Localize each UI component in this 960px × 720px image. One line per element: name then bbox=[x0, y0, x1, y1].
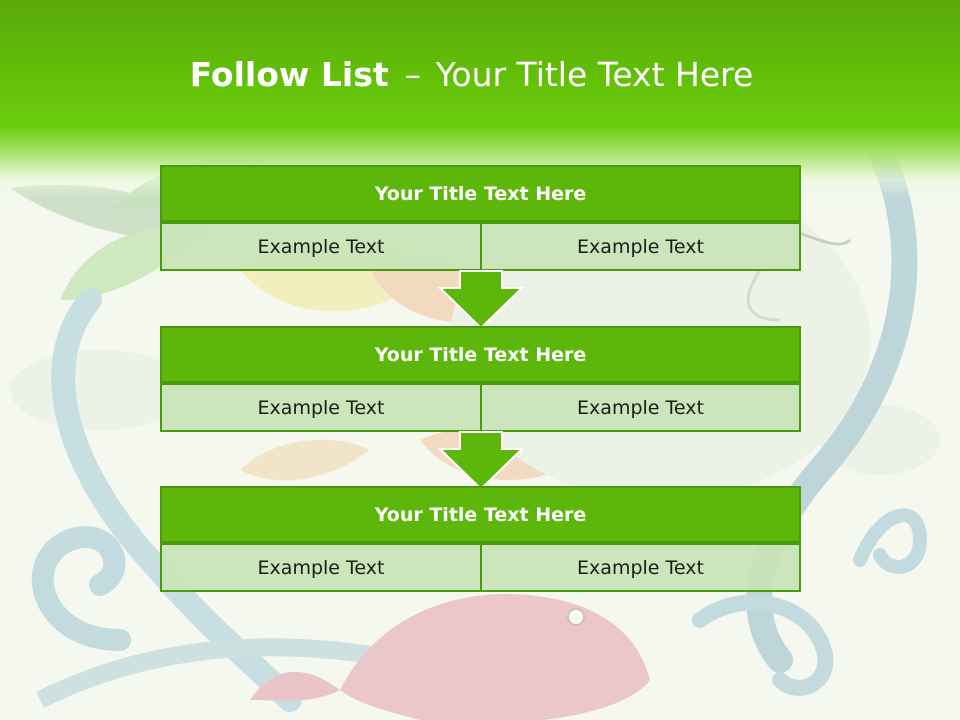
block-left-cell: Example Text bbox=[160, 383, 482, 432]
list-block-2: Your Title Text Here Example Text Exampl… bbox=[160, 326, 801, 432]
tendril-shape bbox=[51, 288, 302, 712]
slide-title-bold: Follow List bbox=[189, 55, 389, 94]
block-title: Your Title Text Here bbox=[160, 486, 801, 543]
list-block-1: Your Title Text Here Example Text Exampl… bbox=[160, 165, 801, 271]
down-arrow-icon bbox=[438, 270, 524, 330]
block-title: Your Title Text Here bbox=[160, 326, 801, 383]
moon-face-line bbox=[746, 269, 781, 322]
block-left-cell: Example Text bbox=[160, 543, 482, 592]
tendril-shape bbox=[31, 526, 131, 651]
down-arrow-icon bbox=[438, 431, 524, 491]
list-block-3: Your Title Text Here Example Text Exampl… bbox=[160, 486, 801, 592]
slide-title-rest: Your Title Text Here bbox=[435, 55, 754, 94]
tendril-shape bbox=[853, 508, 928, 574]
block-right-cell: Example Text bbox=[480, 222, 801, 271]
tendril-shape bbox=[692, 594, 834, 696]
slide-title-separator: – bbox=[404, 55, 422, 94]
block-right-cell: Example Text bbox=[480, 383, 801, 432]
slide-title: Follow List– Your Title Text Here bbox=[0, 52, 943, 98]
fish-eye bbox=[567, 608, 585, 626]
fish-shape bbox=[340, 594, 650, 720]
block-left-cell: Example Text bbox=[160, 222, 482, 271]
fish-tail bbox=[250, 671, 340, 701]
block-right-cell: Example Text bbox=[480, 543, 801, 592]
block-title: Your Title Text Here bbox=[160, 165, 801, 222]
petal-shape bbox=[240, 439, 370, 481]
